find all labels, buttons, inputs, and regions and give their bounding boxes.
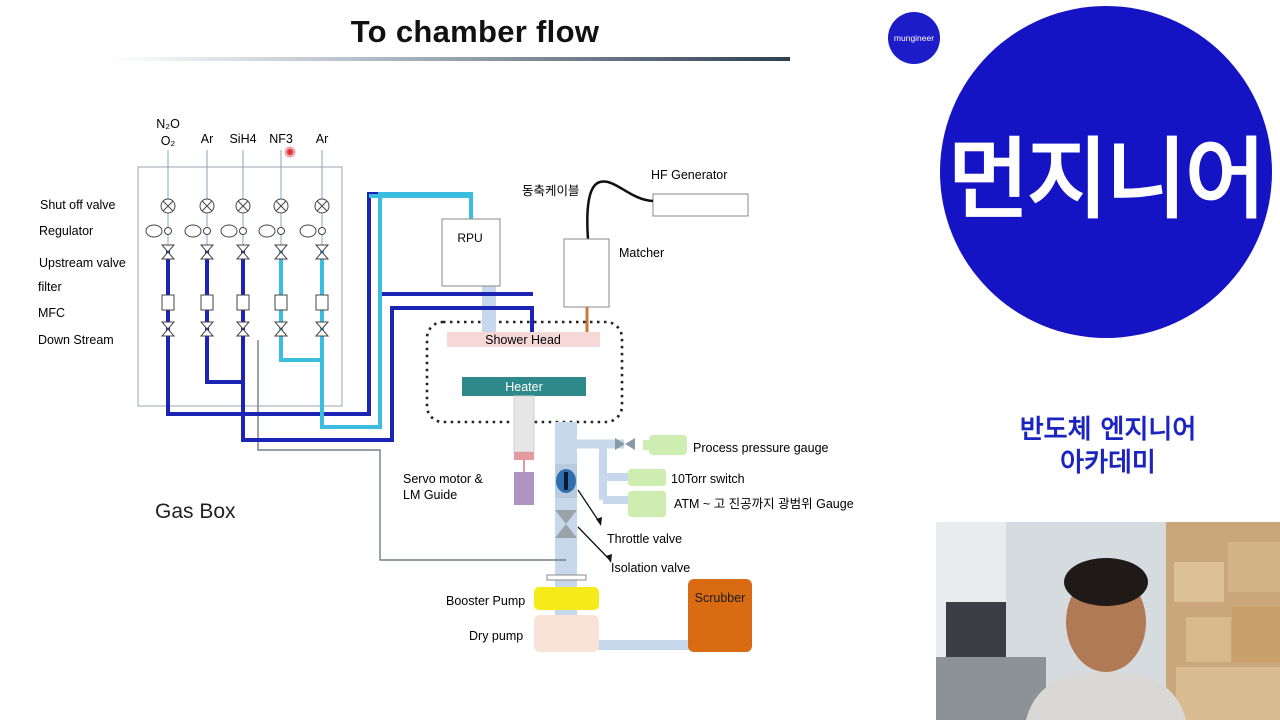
shut-off-valve-x-3: [275, 200, 287, 212]
upstream-valve-0: [160, 244, 176, 260]
coax-cable: [586, 180, 654, 240]
shower-head: [447, 332, 600, 347]
label-shut-off-valve: Shut off valve: [40, 198, 116, 212]
servo-coupling: [514, 452, 534, 460]
isolation-pointer-arrow: [606, 554, 612, 563]
regulator-port-4: [318, 227, 326, 235]
matcher-box: [563, 238, 610, 308]
gas-label-ar-2: Ar: [316, 132, 329, 146]
upstream-valve-3: [273, 244, 289, 260]
gas-label-ar: Ar: [201, 132, 214, 146]
regulator-port-1: [203, 227, 211, 235]
label-regulator: Regulator: [39, 224, 93, 238]
academy-caption-line1: 반도체 엔지니어: [1019, 415, 1197, 445]
isolation-valve: [555, 510, 577, 538]
scrubber-label: Scrubber: [695, 591, 746, 605]
wide-range-gauge-label: ATM ~ 고 진공까지 광범위 Gauge: [674, 497, 854, 511]
regulator-4: [299, 224, 317, 238]
downstream-valve-2: [235, 321, 251, 337]
dry-pump-label: Dry pump: [469, 629, 523, 643]
gas-label-n2o: N₂O: [156, 117, 180, 131]
gas-valve-columns: [145, 150, 330, 337]
academy-caption: 반도체 엔지니어 아카데미: [990, 414, 1226, 480]
mfc-3: [274, 294, 288, 311]
shower-head-label: Shower Head: [485, 333, 561, 347]
downstream-valve-1: [199, 321, 215, 337]
throttle-valve-flap: [564, 472, 568, 490]
lift-shaft: [513, 395, 535, 453]
isolation-valve-label: Isolation valve: [611, 561, 690, 575]
booster-pump-label: Booster Pump: [446, 594, 525, 608]
brand-logo-small-text: mungineer: [893, 33, 935, 43]
servo-motor: [514, 472, 534, 505]
gas-box-frame: [137, 166, 343, 407]
torr-switch-label: 10Torr switch: [671, 472, 745, 486]
regulator-port-3: [277, 227, 285, 235]
booster-pump: [534, 587, 599, 610]
shut-off-valve-x-0: [162, 200, 174, 212]
shut-off-valve-x-2: [237, 200, 249, 212]
gas-label-nf3: NF3: [269, 132, 293, 146]
downstream-valve-3: [273, 321, 289, 337]
throttle-pointer: [577, 489, 601, 524]
process-pressure-gauge-label: Process pressure gauge: [693, 441, 829, 455]
rpu-box: [441, 218, 501, 287]
coax-cable-label: 동축케이블: [522, 184, 580, 198]
gas-box-label: Gas Box: [155, 500, 236, 523]
mfc-4: [315, 294, 329, 311]
dry-pump: [534, 615, 599, 652]
upstream-valve-4: [314, 244, 330, 260]
mfc-1: [200, 294, 214, 311]
regulator-0: [145, 224, 163, 238]
mfc-0: [161, 294, 175, 311]
presenter-webcam: [936, 522, 1280, 720]
throttle-pointer-arrow: [596, 517, 602, 526]
servo-label-line1: Servo motor &: [403, 472, 484, 486]
isolation-pointer: [577, 526, 611, 561]
upstream-valve-2: [235, 244, 251, 260]
label-down-stream: Down Stream: [38, 333, 114, 347]
rpu-label: RPU: [457, 231, 482, 245]
gas-label-sih4: SiH4: [229, 132, 256, 146]
label-upstream-valve: Upstream valve: [39, 256, 126, 270]
regulator-port-0: [164, 227, 172, 235]
hf-generator-label: HF Generator: [651, 168, 727, 182]
downstream-valve-0: [160, 321, 176, 337]
label-filter: filter: [38, 280, 62, 294]
regulator-1: [184, 224, 202, 238]
brand-logo-small: mungineer: [888, 12, 940, 64]
servo-label-line2: LM Guide: [403, 488, 457, 502]
slide-title: To chamber flow: [350, 14, 600, 49]
upstream-valve-1: [199, 244, 215, 260]
chamber-flow-diagram: N₂O O₂ Ar SiH4 NF3 Ar Shut off valve Reg…: [38, 117, 854, 652]
downstream-valve-4: [314, 321, 330, 337]
regulator-3: [258, 224, 276, 238]
wide-range-gauge: [628, 491, 666, 517]
regulator-2: [220, 224, 238, 238]
hf-generator-box: [652, 193, 749, 217]
process-pressure-gauge: [615, 435, 687, 455]
heater: [462, 377, 586, 396]
regulator-port-2: [239, 227, 247, 235]
gas-label-o2: O₂: [161, 134, 176, 148]
matcher-label: Matcher: [619, 246, 664, 260]
academy-caption-line2: 아카데미: [1060, 448, 1156, 478]
scrubber: [688, 579, 752, 652]
shut-off-valve-x-4: [316, 200, 328, 212]
heater-label: Heater: [505, 380, 543, 394]
presenter-video-frame: [936, 522, 1280, 720]
pump-flange: [546, 574, 587, 581]
throttle-valve-label: Throttle valve: [607, 532, 682, 546]
laser-pointer-dot: [284, 146, 296, 158]
brand-logo-large: 먼지니어: [940, 6, 1272, 338]
cyan-gas-lines: [279, 192, 473, 429]
label-mfc: MFC: [38, 306, 65, 320]
torr-switch: [628, 469, 666, 486]
shut-off-valve-x-1: [201, 200, 213, 212]
brand-logo-large-text: 먼지니어: [948, 127, 1266, 231]
mfc-2: [236, 294, 250, 311]
title-underline: [110, 57, 790, 61]
